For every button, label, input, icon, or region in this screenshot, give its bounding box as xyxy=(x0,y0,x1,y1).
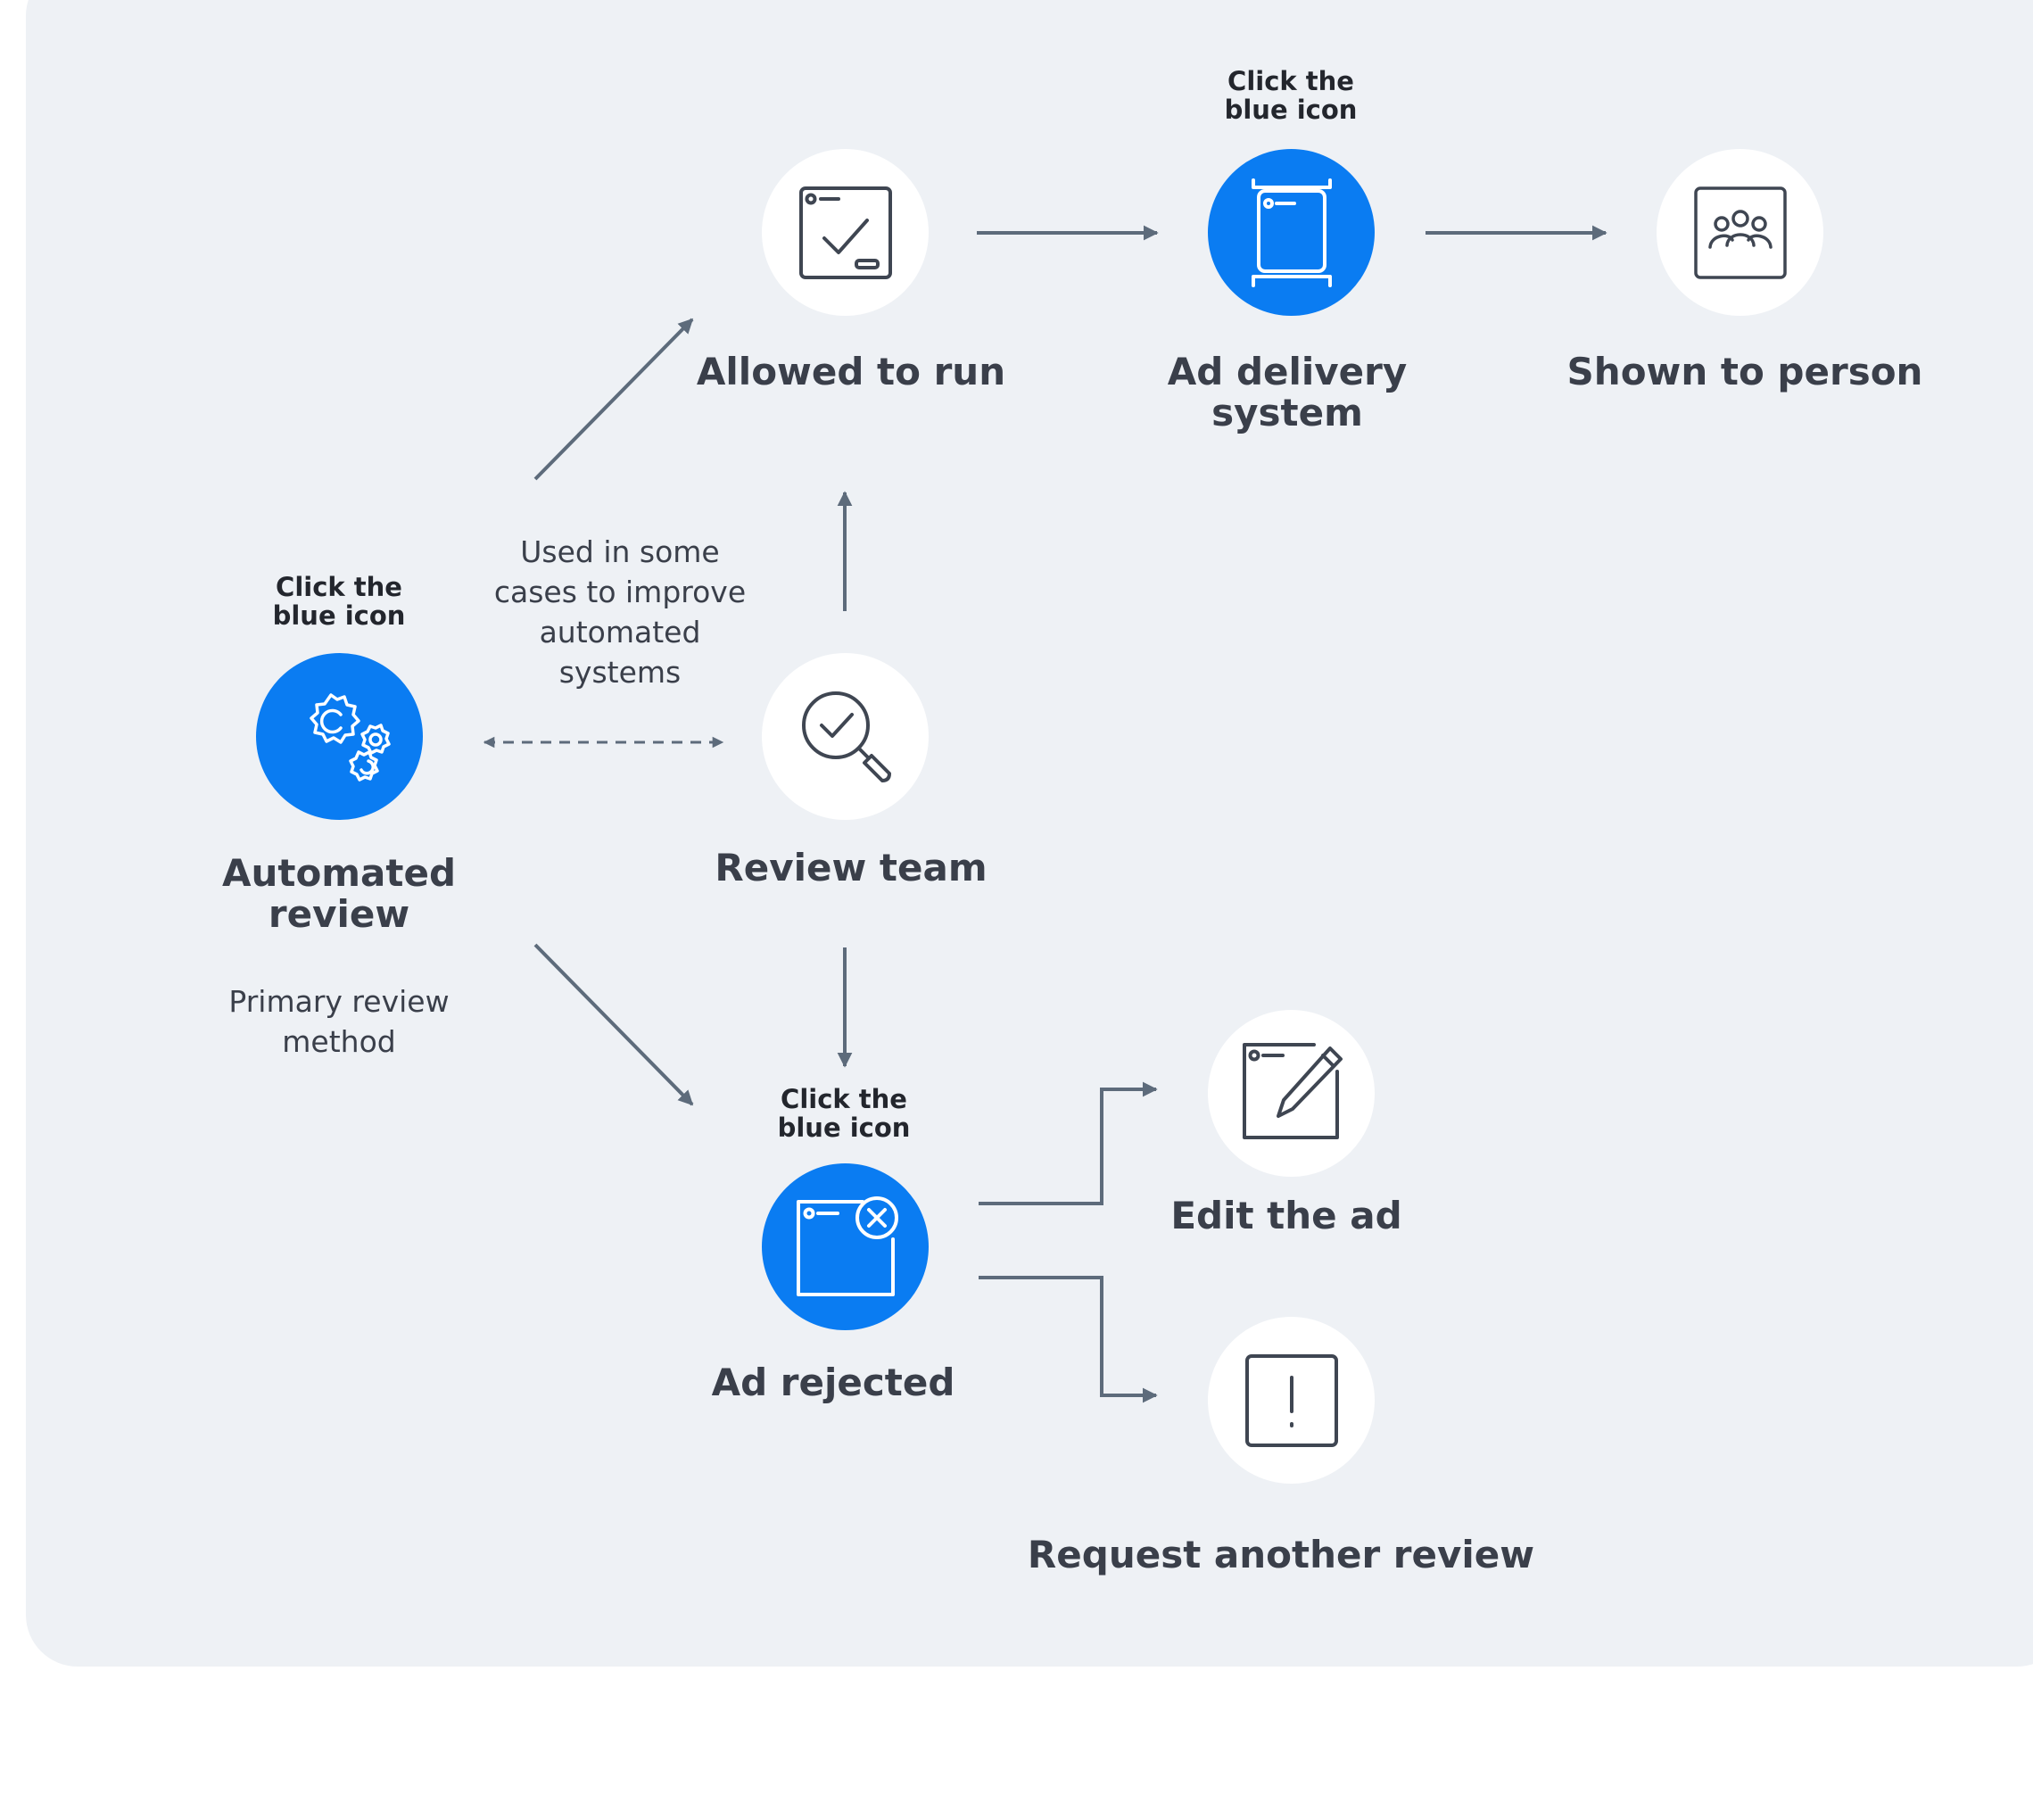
alert-document-icon xyxy=(1244,1353,1338,1447)
review-team-node xyxy=(762,653,929,820)
shown-to-person-node xyxy=(1657,149,1823,316)
arrow-automated-to-rejected xyxy=(533,943,694,1106)
arrow-automated-to-allowed xyxy=(533,318,694,481)
arrow-rejected-to-edit xyxy=(979,1081,1158,1205)
ad-rejected-button[interactable] xyxy=(762,1163,929,1330)
allowed-to-run-node xyxy=(762,149,929,316)
automated-review-button[interactable] xyxy=(256,653,423,820)
rejected-document-icon xyxy=(796,1195,898,1296)
edit-the-ad-title: Edit the ad xyxy=(1170,1194,1402,1237)
edit-document-icon xyxy=(1242,1042,1343,1139)
magnifier-check-icon xyxy=(801,691,891,782)
request-another-review-title: Request another review xyxy=(1027,1533,1535,1576)
ad-rejected-title: Ad rejected xyxy=(711,1361,955,1404)
ad-delivery-system-button[interactable] xyxy=(1208,149,1375,316)
review-team-title: Review team xyxy=(715,846,988,889)
gears-icon xyxy=(309,692,391,782)
shown-to-person-title: Shown to person xyxy=(1566,350,1923,393)
request-another-review-node xyxy=(1208,1317,1375,1484)
checked-document-icon xyxy=(798,186,892,279)
delivery-device-icon xyxy=(1251,178,1332,287)
edit-the-ad-node xyxy=(1208,1010,1375,1177)
allowed-to-run-title: Allowed to run xyxy=(696,350,1006,393)
arrow-rejected-to-request xyxy=(979,1276,1158,1403)
people-icon xyxy=(1693,186,1787,279)
improve-systems-note: Used in some cases to improve automated … xyxy=(493,534,747,690)
